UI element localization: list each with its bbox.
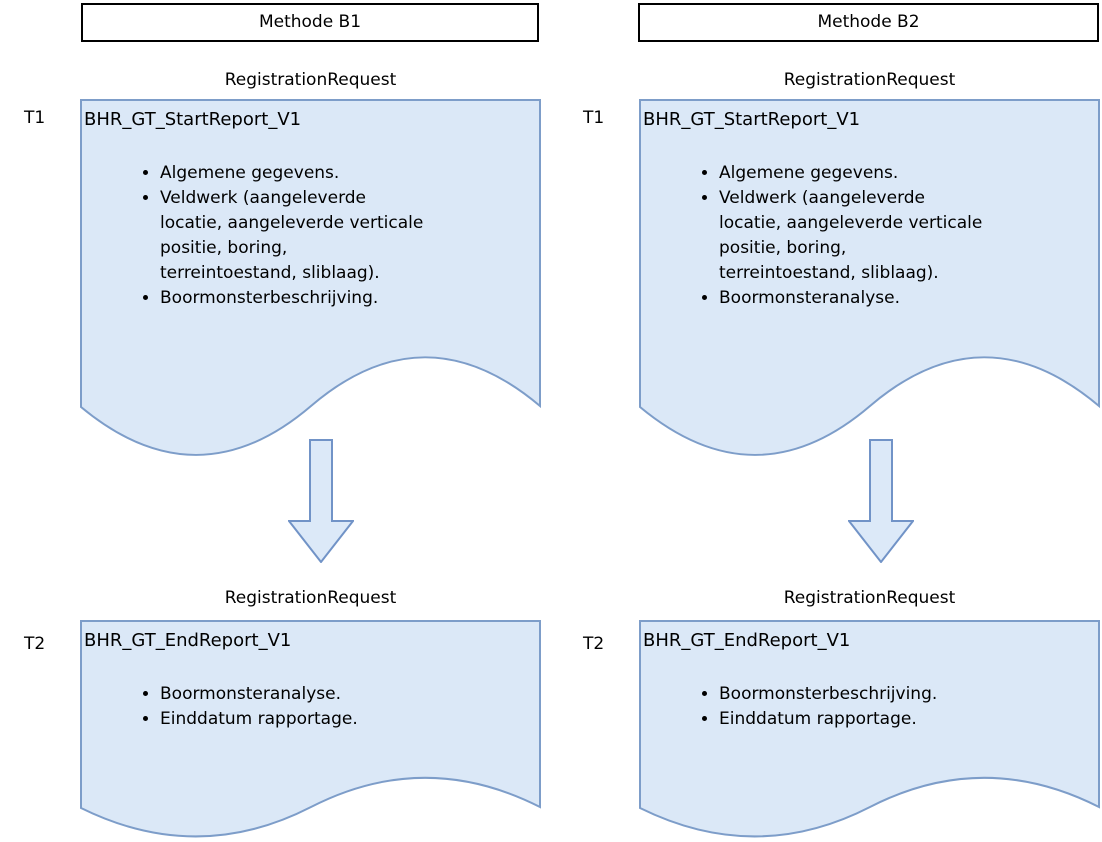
t1-label: T1 (583, 108, 605, 128)
registration-request-label: RegistrationRequest (224, 588, 397, 608)
document-shape (80, 620, 541, 838)
method-header: Methode B2 (638, 3, 1099, 42)
start-report-document: BHR_GT_StartReport_V1 Algemene gegevens.… (639, 99, 1100, 461)
bullet-item: Boormonsteranalyse. (160, 682, 465, 707)
t1-label: T1 (24, 108, 46, 128)
registration-request-label: RegistrationRequest (224, 70, 397, 90)
down-arrow-icon (848, 439, 914, 563)
document-bullet-list: Boormonsterbeschrijving. Einddatum rappo… (639, 682, 1024, 732)
document-title: BHR_GT_EndReport_V1 (84, 630, 292, 651)
bullet-item: Veldwerk (aangeleverde locatie, aangelev… (160, 186, 465, 286)
document-title: BHR_GT_StartReport_V1 (643, 109, 861, 130)
document-bullet-list: Algemene gegevens. Veldwerk (aangeleverd… (639, 161, 1024, 311)
document-bullet-list: Algemene gegevens. Veldwerk (aangeleverd… (80, 161, 465, 311)
bullet-item: Einddatum rapportage. (719, 707, 1024, 732)
bullet-item: Algemene gegevens. (160, 161, 465, 186)
t2-label: T2 (24, 634, 46, 654)
end-report-document: BHR_GT_EndReport_V1 Boormonsterbeschrijv… (639, 620, 1100, 842)
document-shape (80, 99, 541, 456)
t2-label: T2 (583, 634, 605, 654)
end-report-document: BHR_GT_EndReport_V1 Boormonsteranalyse. … (80, 620, 541, 842)
document-title: BHR_GT_StartReport_V1 (84, 109, 302, 130)
registration-request-label: RegistrationRequest (783, 70, 956, 90)
bullet-item: Einddatum rapportage. (160, 707, 465, 732)
bullet-item: Algemene gegevens. (719, 161, 1024, 186)
bullet-item: Boormonsterbeschrijving. (719, 682, 1024, 707)
document-bullet-list: Boormonsteranalyse. Einddatum rapportage… (80, 682, 465, 732)
document-shape (639, 99, 1100, 456)
document-title: BHR_GT_EndReport_V1 (643, 630, 851, 651)
document-shape (639, 620, 1100, 838)
registration-request-label: RegistrationRequest (783, 588, 956, 608)
down-arrow-icon (288, 439, 354, 563)
method-header: Methode B1 (81, 3, 539, 42)
start-report-document: BHR_GT_StartReport_V1 Algemene gegevens.… (80, 99, 541, 461)
bullet-item: Boormonsterbeschrijving. (160, 286, 465, 311)
bullet-item: Boormonsteranalyse. (719, 286, 1024, 311)
bullet-item: Veldwerk (aangeleverde locatie, aangelev… (719, 186, 1024, 286)
